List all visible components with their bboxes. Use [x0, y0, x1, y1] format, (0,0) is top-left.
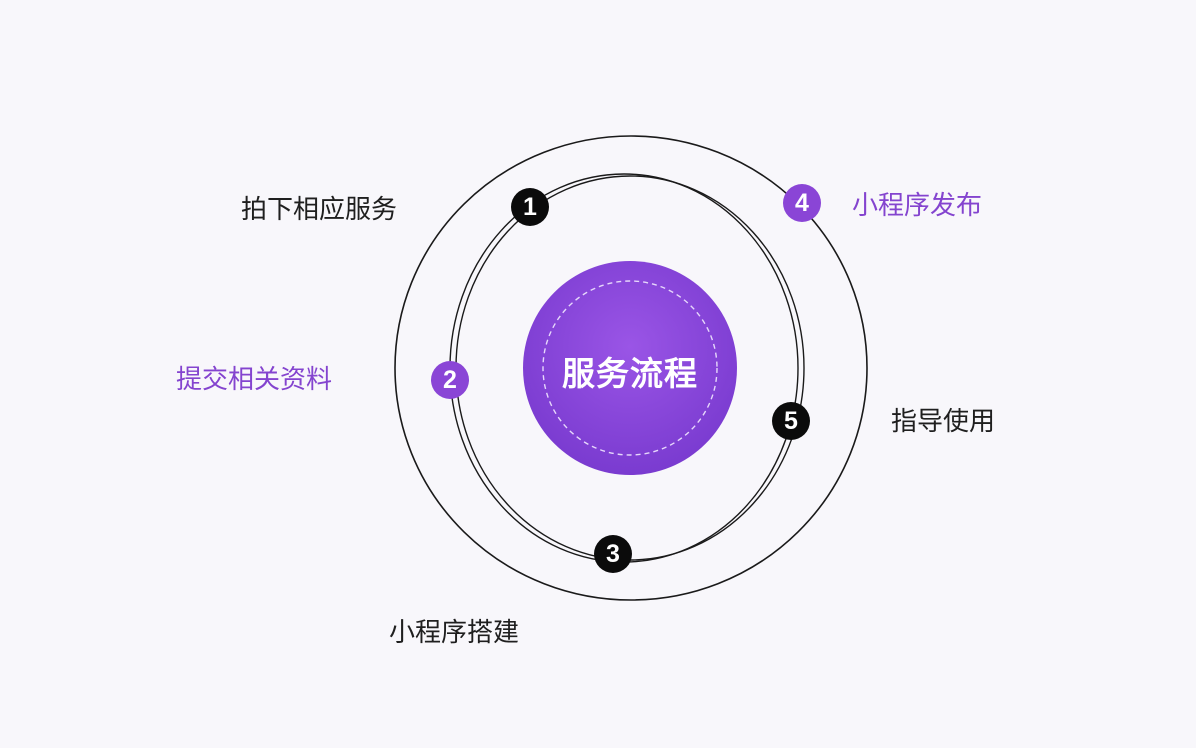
- step-5-label: 指导使用: [891, 407, 996, 437]
- center-dashed-ring: [542, 280, 718, 456]
- step-5-badge: 5: [772, 402, 810, 440]
- step-1-badge: 1: [511, 188, 549, 226]
- step-2-badge: 2: [431, 361, 469, 399]
- step-2-label: 提交相关资料: [176, 365, 333, 395]
- outer-ring: [394, 135, 868, 601]
- center-circle: [523, 261, 737, 475]
- center-title: 服务流程: [562, 354, 698, 393]
- step-3-label: 小程序搭建: [389, 618, 520, 648]
- step-3-badge: 3: [594, 535, 632, 573]
- step-4-label: 小程序发布: [852, 191, 983, 221]
- step-1-label: 拍下相应服务: [241, 195, 398, 225]
- step-4-badge: 4: [783, 184, 821, 222]
